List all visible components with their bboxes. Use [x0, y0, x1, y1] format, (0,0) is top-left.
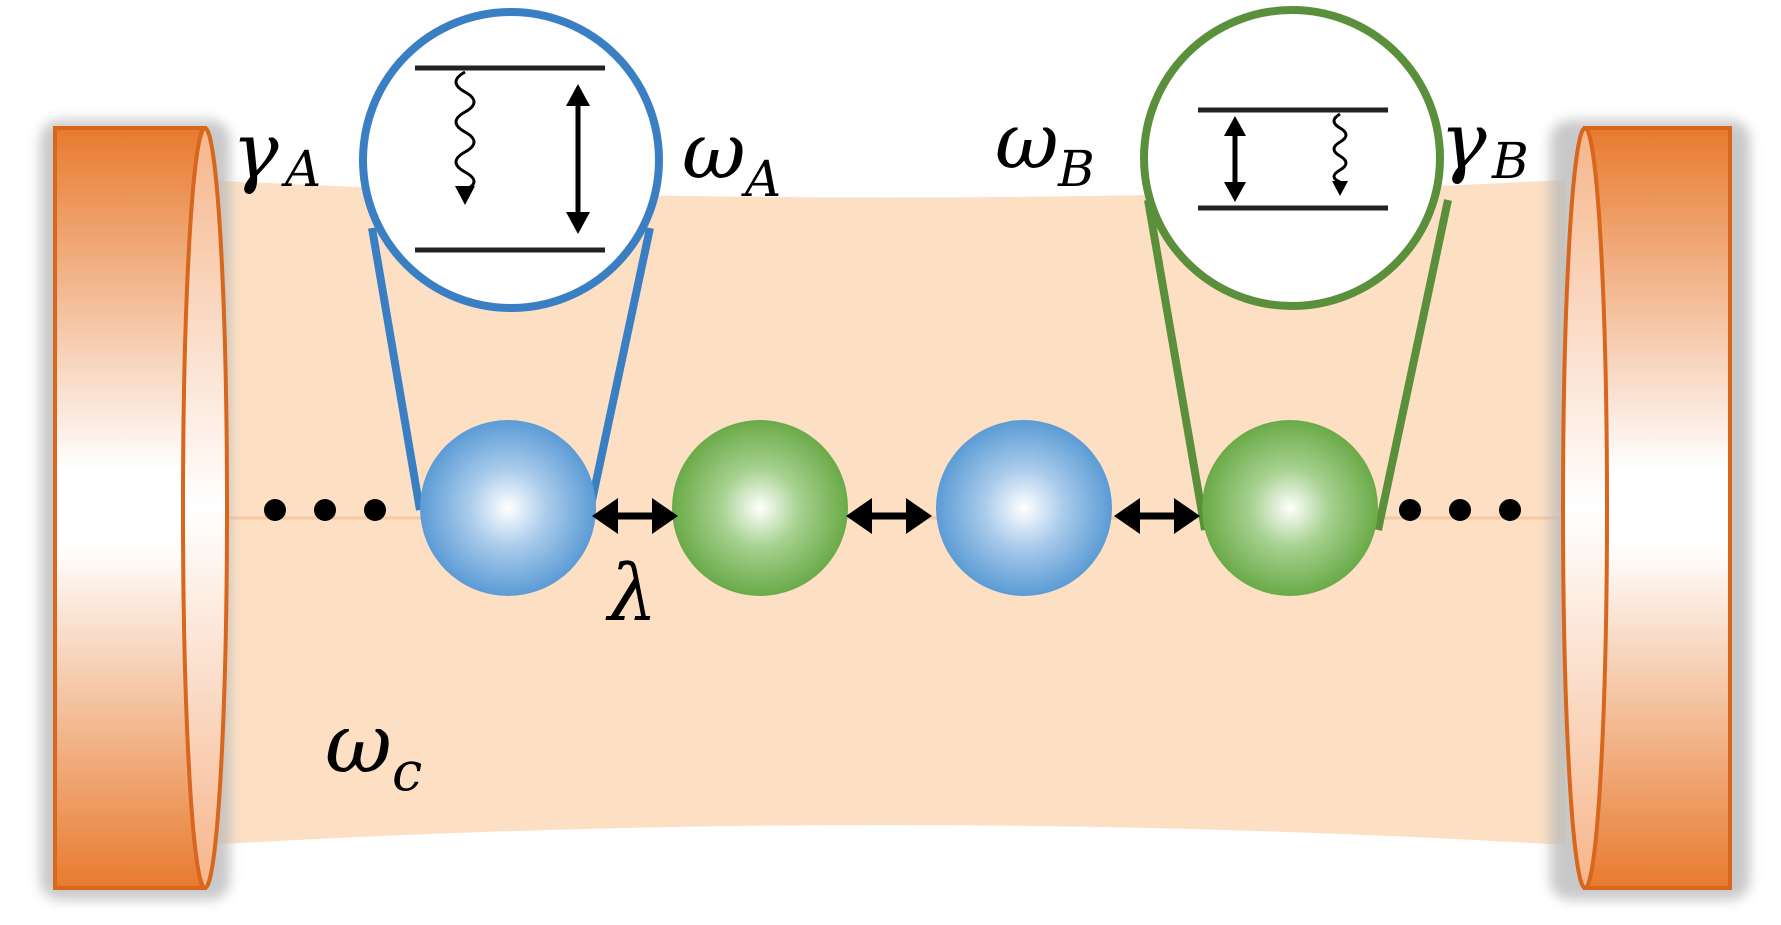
label-omega-b: ω B: [995, 97, 1095, 198]
decay-wavy-arrow-a: [454, 70, 476, 192]
decay-wavy-arrow-b: [1332, 112, 1348, 184]
right-mirror: [1550, 120, 1750, 900]
coupling-arrow-2: [846, 498, 932, 534]
svg-text:λ: λ: [605, 549, 657, 639]
svg-text:B: B: [1057, 140, 1095, 198]
svg-text:γ: γ: [1440, 97, 1487, 187]
level-diagram-a: [359, 8, 663, 312]
atom-a-1: [420, 420, 596, 596]
level-diagram-b: [1140, 6, 1444, 310]
label-lambda: λ: [605, 549, 657, 639]
label-gamma-b: γ B: [1440, 97, 1529, 190]
label-gamma-a: γ A: [232, 107, 321, 198]
atom-b-2: [1202, 420, 1378, 596]
svg-text:B: B: [1491, 132, 1529, 190]
atom-a-2: [936, 420, 1112, 596]
zoom-lines-a: [368, 227, 654, 511]
svg-text:ω: ω: [325, 697, 392, 792]
ellipsis-left: [264, 499, 386, 521]
zoom-lines-b: [1144, 199, 1452, 531]
coupling-arrow-1: [592, 498, 678, 534]
svg-text:γ: γ: [232, 107, 279, 197]
svg-text:A: A: [281, 140, 321, 198]
left-mirror: [40, 120, 230, 900]
atom-b-1: [672, 420, 848, 596]
svg-text:A: A: [741, 150, 781, 208]
coupling-arrow-3: [1114, 498, 1200, 534]
svg-text:ω: ω: [995, 97, 1059, 187]
label-omega-a: ω A: [682, 107, 781, 208]
ellipsis-right: [1399, 499, 1521, 521]
label-omega-c: ω c: [325, 697, 422, 803]
svg-text:ω: ω: [682, 107, 746, 197]
svg-text:c: c: [392, 740, 422, 803]
